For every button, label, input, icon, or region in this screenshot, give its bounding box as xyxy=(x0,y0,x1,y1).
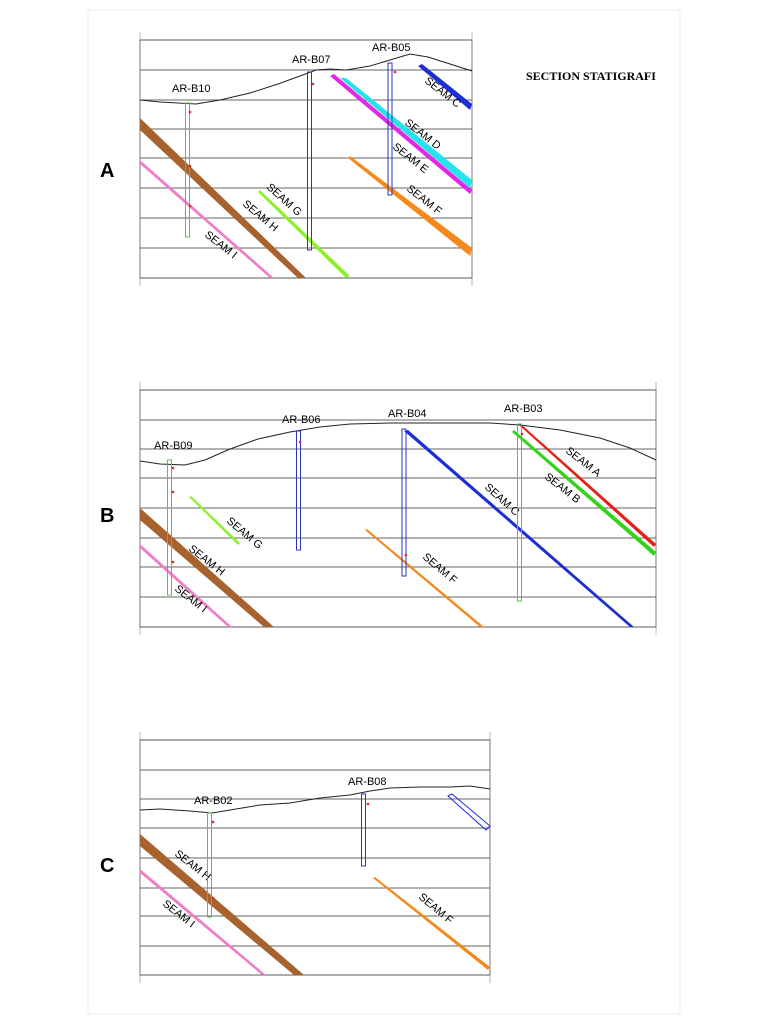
drillhole-ar-b10: AR-B10 xyxy=(172,83,211,238)
drillhole-label: AR-B09 xyxy=(154,440,193,452)
drillhole-label: AR-B03 xyxy=(504,403,543,415)
drillhole-label: AR-B06 xyxy=(282,414,321,426)
page-title: SECTION STATIGRAFI xyxy=(526,69,656,83)
topography-line xyxy=(139,785,491,814)
drillhole-ar-b02: AR-B02 xyxy=(194,795,233,918)
drillhole-ar-b07: AR-B07 xyxy=(292,54,331,251)
drillhole-label: AR-B05 xyxy=(372,42,411,54)
section-a: SEAM H SEAM I SEAM G SEAM F SEAM E SEAM … xyxy=(139,32,473,286)
drillhole-ar-b04: AR-B04 xyxy=(388,408,427,577)
seam-c-fragment xyxy=(447,793,491,831)
drillhole-ar-b06: AR-B06 xyxy=(282,414,321,551)
section-b: SEAM H SEAM I SEAM G SEAM F SEAM C SEAM … xyxy=(139,382,657,635)
paper-sheet xyxy=(87,9,681,1015)
drillhole-label: AR-B10 xyxy=(172,83,211,95)
drillhole-label: AR-B04 xyxy=(388,408,427,420)
section-frame xyxy=(139,739,491,976)
drillhole-label: AR-B08 xyxy=(348,776,387,788)
section-a-letter: A xyxy=(100,160,114,182)
topography-line xyxy=(139,422,657,466)
topography-line xyxy=(139,53,473,105)
drillhole-ar-b09: AR-B09 xyxy=(154,440,193,596)
drillhole-ar-b03: AR-B03 xyxy=(504,403,543,602)
sample-markers xyxy=(171,432,524,564)
sample-markers xyxy=(188,70,397,208)
drillhole-ar-b08: AR-B08 xyxy=(348,776,387,867)
section-b-grid xyxy=(139,382,657,635)
sample-markers xyxy=(211,802,370,900)
drillhole-ar-b05: AR-B05 xyxy=(372,42,411,196)
drillhole-label: AR-B07 xyxy=(292,54,331,66)
drillhole-label: AR-B02 xyxy=(194,795,233,807)
section-c-letter: C xyxy=(100,855,114,877)
section-b-letter: B xyxy=(100,505,114,527)
